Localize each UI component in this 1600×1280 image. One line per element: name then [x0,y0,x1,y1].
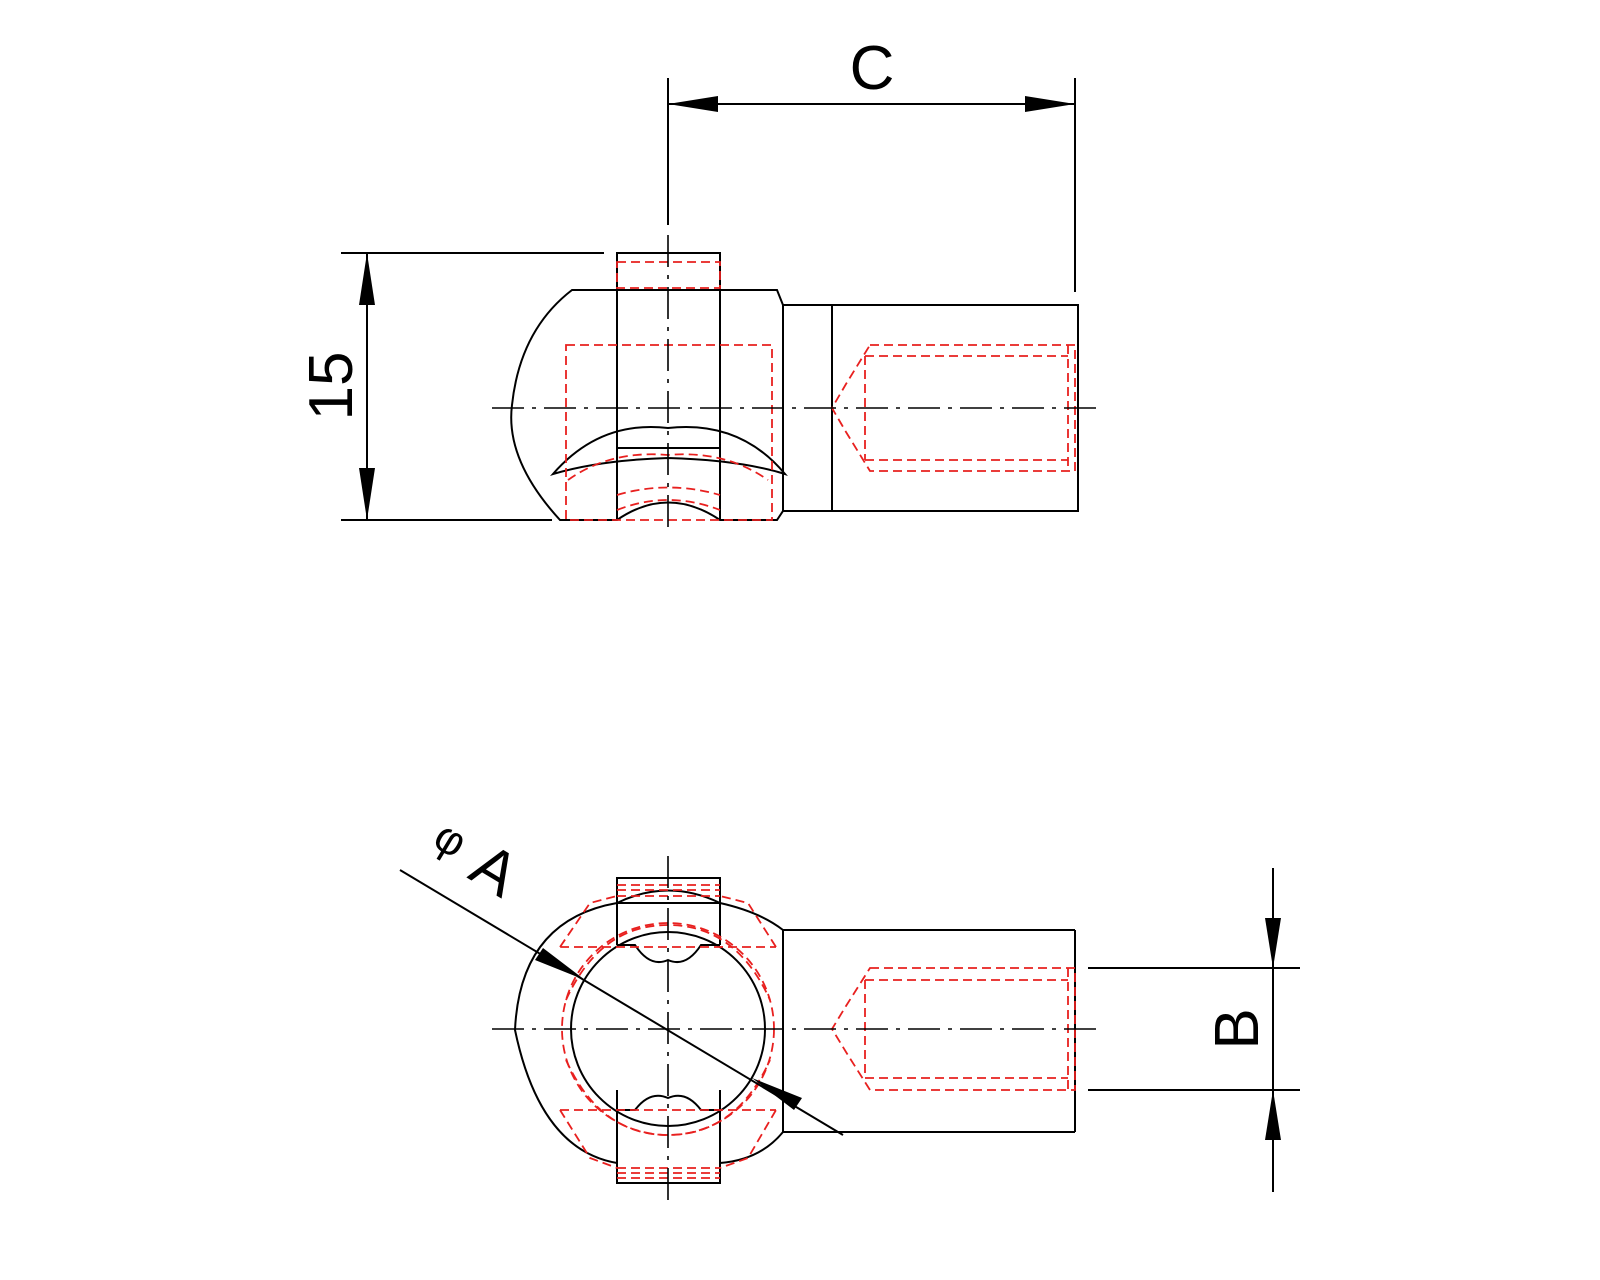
front-view-hidden-bottom-band [559,1109,777,1179]
dimension-b-arrow-bottom [1265,1090,1281,1140]
front-view-bottom-notch [617,1094,720,1111]
dimension-b-label: B [1203,1008,1272,1049]
dimension-diameter: φ A [399,811,844,1136]
side-view-head-outline [510,289,1079,521]
dimension-height: 15 [297,252,604,521]
dimension-diameter-arrow-lower [752,1078,802,1110]
dimension-c-arrow-left [668,96,718,112]
dimension-height-arrow-bottom [359,468,375,520]
dimension-c: C [667,34,1076,292]
side-view-hidden-lug [616,261,721,289]
dimension-height-label: 15 [297,352,366,421]
dimension-diameter-arrow-upper [535,948,585,980]
dimension-c-label: C [850,34,895,103]
dimension-b-arrow-top [1265,918,1281,968]
side-view-hidden-bore [565,344,773,521]
side-view-socket-opening [549,426,788,476]
side-view-hidden-thread [830,344,1076,472]
dimension-height-arrow-top [359,253,375,305]
dimension-diameter-label: A [459,830,531,911]
dimension-b: B [1088,868,1300,1192]
front-view-hidden-thread [830,967,1076,1091]
side-view-hidden-thread-inner [864,345,1069,471]
side-view [492,235,1100,530]
dimension-diameter-symbol: φ [426,811,476,868]
front-view-hidden-thread-inner [864,968,1069,1090]
front-view [492,856,1100,1200]
dimension-c-arrow-right [1025,96,1075,112]
